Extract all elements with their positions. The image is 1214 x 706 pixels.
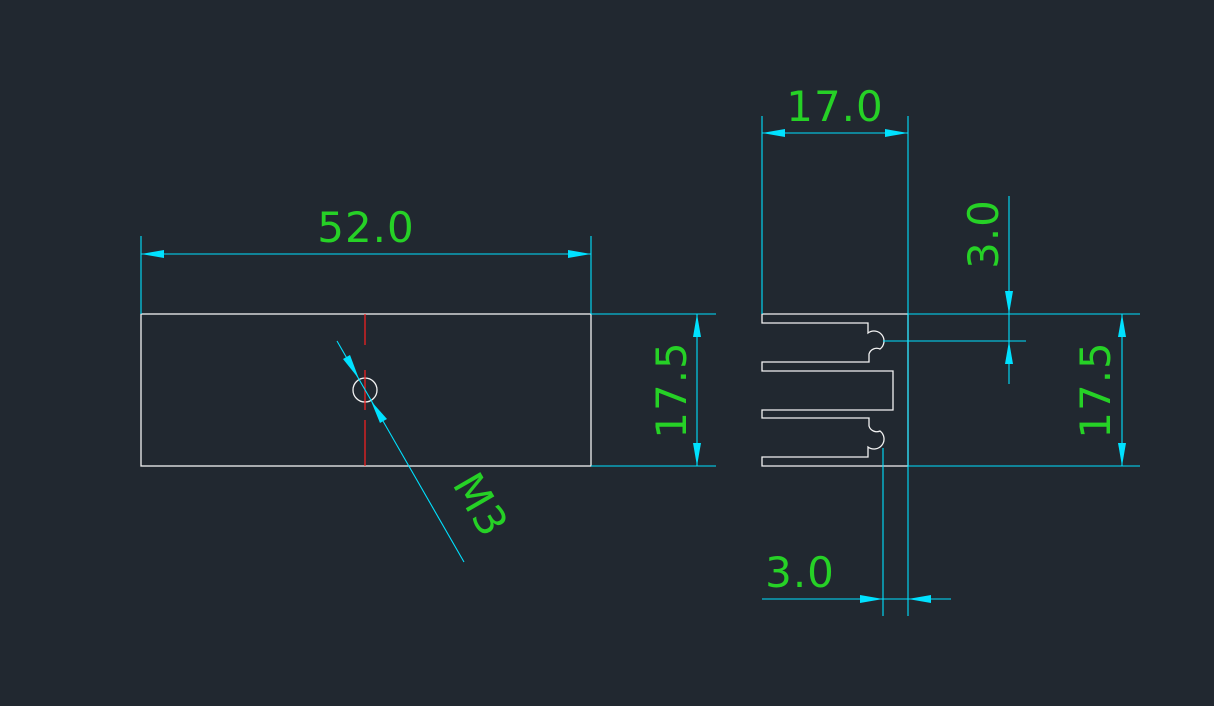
arrow-bottom [1118, 443, 1126, 466]
front-view-outline[interactable] [140, 313, 592, 467]
dim-text-3-0-slot: 3.0 [959, 199, 1008, 269]
arrow-top [693, 314, 701, 337]
dim-text-17-5-front: 17.5 [647, 341, 696, 439]
arrow-right [568, 250, 591, 258]
dimension-17-0[interactable]: 17.0 [761, 82, 909, 616]
dim-text-17-0: 17.0 [786, 82, 884, 131]
front-view: 52.0 17.5 M3 [140, 203, 716, 563]
leader-arrow-lower [371, 401, 387, 423]
dim-text-52-0: 52.0 [317, 203, 415, 252]
arrow-down [1005, 291, 1013, 314]
side-view: 17.0 3.0 17.5 3.0 [761, 82, 1140, 616]
dim-text-17-5-side: 17.5 [1071, 341, 1120, 439]
arrow-right [860, 595, 883, 603]
dim-text-3-0-wall: 3.0 [765, 548, 835, 597]
hole-callout-text: M3 [443, 464, 518, 545]
dimension-52-0[interactable]: 52.0 [140, 203, 592, 314]
arrow-left [141, 250, 164, 258]
arrow-right [885, 129, 908, 137]
arrow-top [1118, 314, 1126, 337]
arrow-bottom [693, 443, 701, 466]
dimension-17-5-side[interactable]: 17.5 [908, 313, 1140, 467]
arrow-left [762, 129, 785, 137]
side-view-profile[interactable] [761, 313, 909, 467]
arrow-up [1005, 341, 1013, 364]
arrow-left [908, 595, 931, 603]
leader-arrow-upper [343, 355, 359, 379]
dimension-3-0-slot[interactable]: 3.0 [883, 196, 1026, 384]
dimension-17-5-front[interactable]: 17.5 [591, 313, 716, 467]
dimension-3-0-wall[interactable]: 3.0 [762, 448, 951, 616]
m3-leader[interactable]: M3 [336, 340, 518, 563]
